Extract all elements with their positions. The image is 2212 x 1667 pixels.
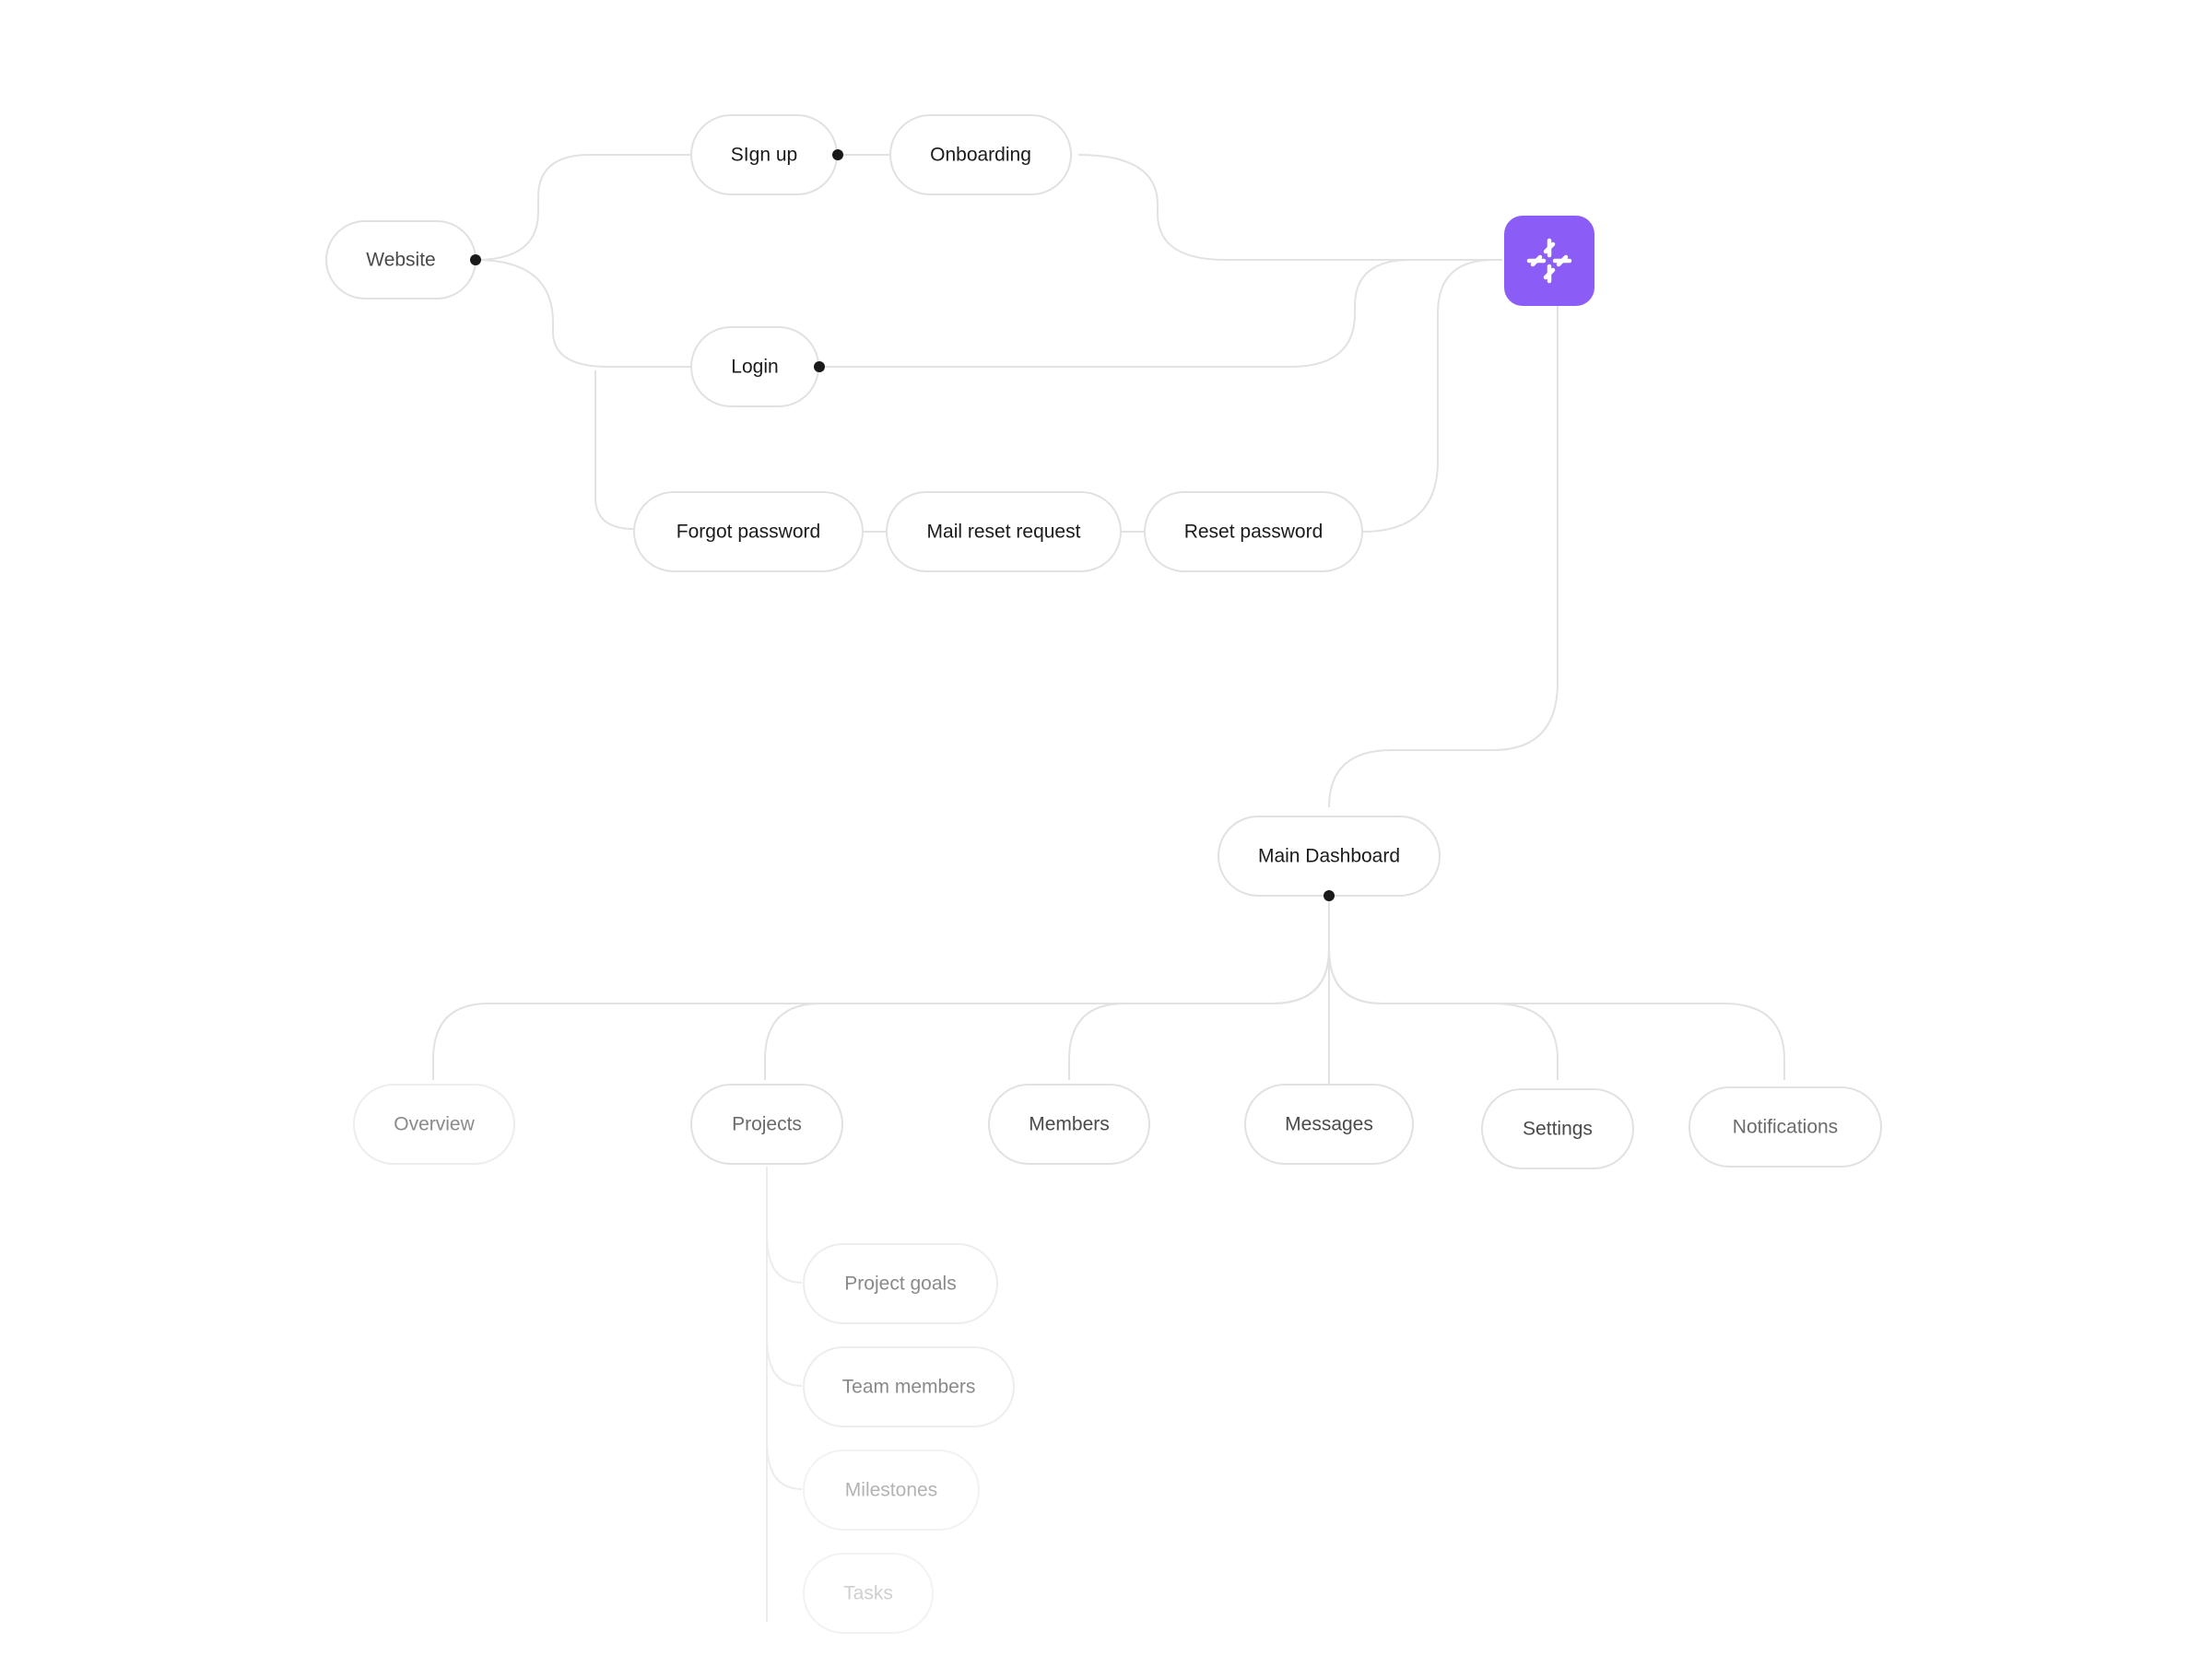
node-notifications[interactable]: Notifications [1688,1086,1882,1168]
connector-projects-team [766,1337,803,1387]
node-login-label: Login [731,357,778,378]
connector-website-signup [475,154,691,261]
node-main-dashboard-label: Main Dashboard [1258,846,1400,867]
connector-dot-login [814,361,825,372]
node-login[interactable]: Login [690,326,819,407]
node-milestones-label: Milestones [845,1480,937,1501]
connector-dashboard-overview [432,896,1330,1080]
hub-tile [1504,216,1594,306]
connector-hub-dashboard [1328,304,1559,808]
node-onboarding-label: Onboarding [930,145,1031,166]
node-members-label: Members [1029,1114,1110,1135]
node-project-goals[interactable]: Project goals [803,1243,998,1324]
node-settings-label: Settings [1523,1119,1593,1140]
connector-dot-website [470,254,481,265]
node-team-members-label: Team members [842,1377,976,1398]
node-forgot-password-label: Forgot password [677,522,820,543]
connector-projects-goals [766,1234,803,1284]
node-project-goals-label: Project goals [844,1274,956,1295]
connector-projects-milestones [766,1440,803,1490]
node-projects[interactable]: Projects [690,1084,843,1165]
node-tasks[interactable]: Tasks [803,1553,934,1634]
connector-dashboard-members [1068,896,1330,1080]
connector-website-login [475,259,691,368]
node-reset-password[interactable]: Reset password [1144,491,1363,572]
connector-dot-signup [832,149,843,160]
node-website-label: Website [366,250,435,271]
connector-dashboard-settings [1328,896,1559,1080]
node-forgot-password[interactable]: Forgot password [633,491,864,572]
node-messages[interactable]: Messages [1244,1084,1414,1165]
node-tasks-label: Tasks [843,1583,893,1604]
node-website[interactable]: Website [325,220,477,299]
node-sign-up-label: SIgn up [731,145,797,166]
hub-node[interactable] [1504,216,1594,306]
connector-dashboard-notifications [1328,896,1785,1080]
sparkle-arrows-icon [1526,238,1572,284]
node-messages-label: Messages [1285,1114,1373,1135]
connector-onboarding-hub [1077,154,1502,261]
node-reset-password-label: Reset password [1184,522,1324,543]
connectors [432,154,1785,1622]
node-mail-reset-request-label: Mail reset request [927,522,1081,543]
connector-reset-hub [1361,259,1502,533]
node-onboarding[interactable]: Onboarding [889,114,1072,195]
node-team-members[interactable]: Team members [803,1346,1015,1427]
node-overview[interactable]: Overview [353,1084,515,1165]
node-projects-label: Projects [732,1114,802,1135]
connector-login-hub [820,259,1502,368]
connector-dot-dashboard [1324,890,1335,901]
node-overview-label: Overview [394,1114,475,1135]
connector-dashboard-projects [764,896,1330,1080]
connector-login-forgot [594,370,635,530]
node-notifications-label: Notifications [1733,1117,1838,1138]
node-sign-up[interactable]: SIgn up [690,114,838,195]
node-settings[interactable]: Settings [1481,1088,1634,1169]
node-mail-reset-request[interactable]: Mail reset request [886,491,1122,572]
node-main-dashboard[interactable]: Main Dashboard [1218,816,1441,897]
node-milestones[interactable]: Milestones [803,1450,980,1531]
node-members[interactable]: Members [988,1084,1150,1165]
